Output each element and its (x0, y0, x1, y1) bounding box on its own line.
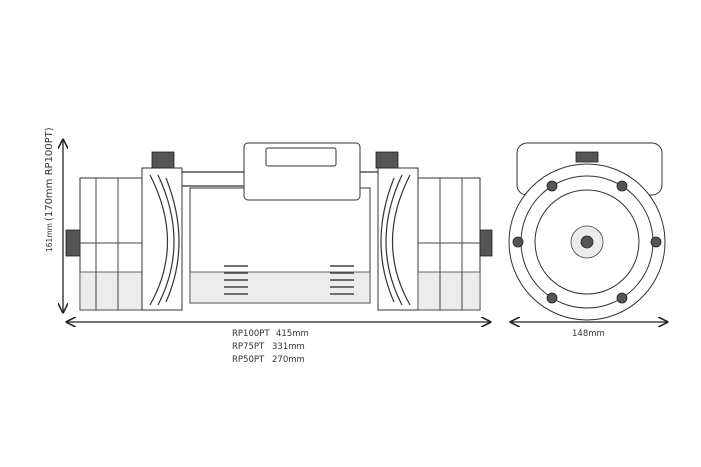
left-outlet-thread (151, 151, 175, 169)
right-inlet-thread (479, 229, 493, 257)
right-outlet-thread (375, 151, 399, 169)
left-inlet-thread (65, 229, 81, 257)
pump-end-view (508, 142, 666, 321)
height-label: 161mm(170mm RP100PT) (44, 127, 55, 252)
width-label: 148mm (572, 329, 605, 339)
pump-side-view (65, 142, 493, 311)
